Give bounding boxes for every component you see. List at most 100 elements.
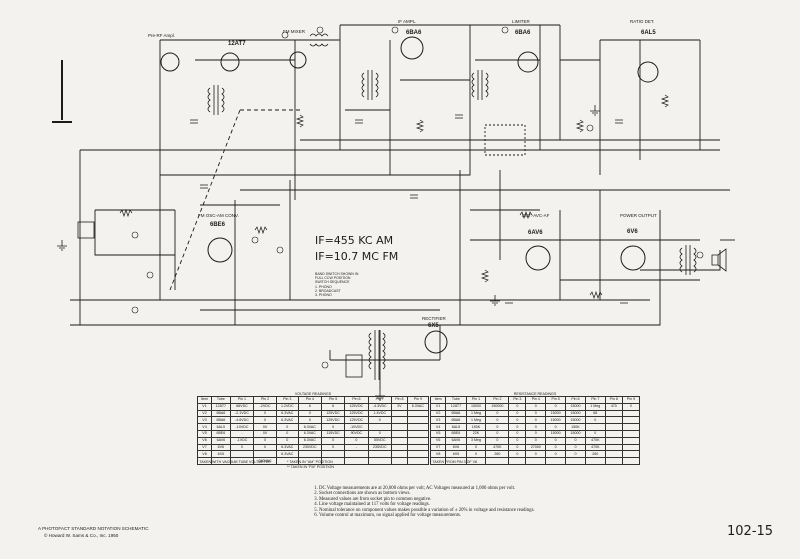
resistance-table-cell: V4 <box>429 423 447 431</box>
resistance-table-cell: 6AV6 <box>445 436 467 445</box>
resistance-table-cell: 15000 <box>565 429 586 438</box>
credit-line-1: A PHOTOFACT STANDARD NOTATION SCHEMATIC <box>38 526 149 531</box>
resistance-table-cell: 0 <box>525 436 547 445</box>
voltage-table-cell: 0 <box>253 443 277 452</box>
voltage-table-header-cell: Pin 6 <box>344 396 369 404</box>
voltage-table-cell <box>391 429 408 438</box>
resistance-table-cell: 15000 <box>565 402 586 411</box>
resistance-table-cell <box>584 457 606 465</box>
resistance-table-cell: 260 <box>584 450 606 459</box>
resistance-table-cell: 3 Meg <box>465 436 487 445</box>
resistance-table-cell <box>545 457 567 465</box>
resistance-table-cell: 68 <box>584 409 606 418</box>
resistance-table-cell: 0 <box>545 436 567 445</box>
resistance-table-cell <box>621 457 641 465</box>
tube-label-v2: 6BA6 <box>406 30 422 36</box>
voltage-table-cell: 230VDC <box>297 443 322 452</box>
resistance-table-cell: V8 <box>429 450 447 459</box>
voltage-table-cell: 0 <box>253 436 277 445</box>
resistance-table-cell: 6BE6 <box>445 429 467 438</box>
voltage-table-header-cell: Pin 9 <box>406 396 430 404</box>
voltage-table-cell: 0 <box>297 409 322 418</box>
resistance-table-cell: 0 <box>525 429 547 438</box>
voltage-table-cell <box>320 450 346 459</box>
resistance-table-cell <box>604 443 623 452</box>
voltage-table-cell: 0 <box>320 443 346 452</box>
tube-v4 <box>637 61 659 83</box>
voltage-table-cell <box>344 457 369 465</box>
voltage-table-title: VOLTAGE READINGS <box>294 392 332 396</box>
stage-label-rectifier: RECTIFIER <box>422 316 446 321</box>
credit-line-2: © Howard W. Sams & Co., Inc. 1950 <box>44 533 119 538</box>
resistance-table-cell: 15000 <box>545 429 567 438</box>
voltage-table-cell <box>406 450 430 459</box>
stage-label-fm-osc-am-conv: FM OSC-AM CONV. <box>198 213 239 218</box>
voltage-table-cell: 6X5 <box>211 450 231 459</box>
filament-bus <box>70 210 661 326</box>
resistance-table-cell: 470K <box>485 443 510 452</box>
voltage-table-cell: V1 <box>196 402 213 411</box>
resistance-table-cell <box>445 457 467 465</box>
voltage-table-cell: V8 <box>196 450 213 459</box>
stage-label-rf-amp: Pre-RF Ampl. <box>148 33 176 38</box>
voltage-table-header-cell: Pin 8 <box>391 396 408 404</box>
resistance-table-cell: 150K <box>565 423 586 431</box>
voltage-table-cell <box>406 457 430 465</box>
voltage-table-cell: V2 <box>196 409 213 418</box>
voltage-table-cell: 0 <box>320 436 346 445</box>
measurement-notes: DC Voltage measurements are at 20,000 oh… <box>310 486 554 518</box>
resistance-table-cell: 0 <box>485 429 510 438</box>
resistance-table-cell: 0 <box>508 402 527 411</box>
resistance-table-cell: 0 <box>508 436 527 445</box>
resistance-table-cell: 0 <box>565 443 586 452</box>
voltage-table-cell <box>406 416 430 425</box>
resistance-table-cell: 1 Meg <box>584 402 606 411</box>
voltage-table-cell <box>367 457 393 465</box>
resistance-table-cell: 280 <box>485 450 510 459</box>
resistance-table-cell: V3 <box>429 416 447 425</box>
resistance-table-cell: 0 <box>508 416 527 425</box>
resistance-table-cell <box>621 436 641 445</box>
voltage-table-cell <box>344 450 369 459</box>
voltage-table-cell <box>196 457 213 465</box>
resistance-table-cell <box>485 457 510 465</box>
resistance-table-cell: 0 <box>545 402 567 411</box>
note-item: Measured values are from socket pin to c… <box>319 497 554 502</box>
note-item: DC Voltage measurements are at 20,000 oh… <box>319 486 554 491</box>
voltage-table-cell <box>391 423 408 431</box>
resistance-table-cell: 0 <box>508 450 527 459</box>
voltage-table-cell: 1.2VDC <box>275 402 299 411</box>
stage-label-limiter: LIMITER <box>512 19 530 24</box>
voltage-table-header-cell: Pin 4 <box>297 396 322 404</box>
resistance-table-cell: 0 <box>508 409 527 418</box>
voltage-table-cell: 6.3VAC <box>275 443 299 452</box>
voltage-table-cell: 0 <box>253 416 277 425</box>
voltage-table-cell: 6.3VAC <box>297 423 322 431</box>
voltage-table-cell <box>391 457 408 465</box>
tube-v2 <box>400 36 424 60</box>
resistance-table-cell: 470K <box>584 443 606 452</box>
resistance-table-cell: 0 <box>545 423 567 431</box>
tube-label-v5: 6BE6 <box>210 222 226 228</box>
resistance-table-cell <box>508 457 527 465</box>
voltage-table-cell: -4.3VDC <box>367 402 393 411</box>
voltage-table-cell <box>391 416 408 425</box>
voltage-table-cell: 0V <box>253 423 277 431</box>
resistance-table-cell: 22K <box>465 429 487 438</box>
voltage-table-cell <box>367 423 393 431</box>
voltage-table-cell: 0 <box>320 423 346 431</box>
voltage-table-cell: 6BA6 <box>211 409 231 418</box>
voltage-table-cell <box>367 450 393 459</box>
voltage-table-cell: 6.3VAC <box>275 450 299 459</box>
resistance-table-cell: 15000 <box>545 416 567 425</box>
